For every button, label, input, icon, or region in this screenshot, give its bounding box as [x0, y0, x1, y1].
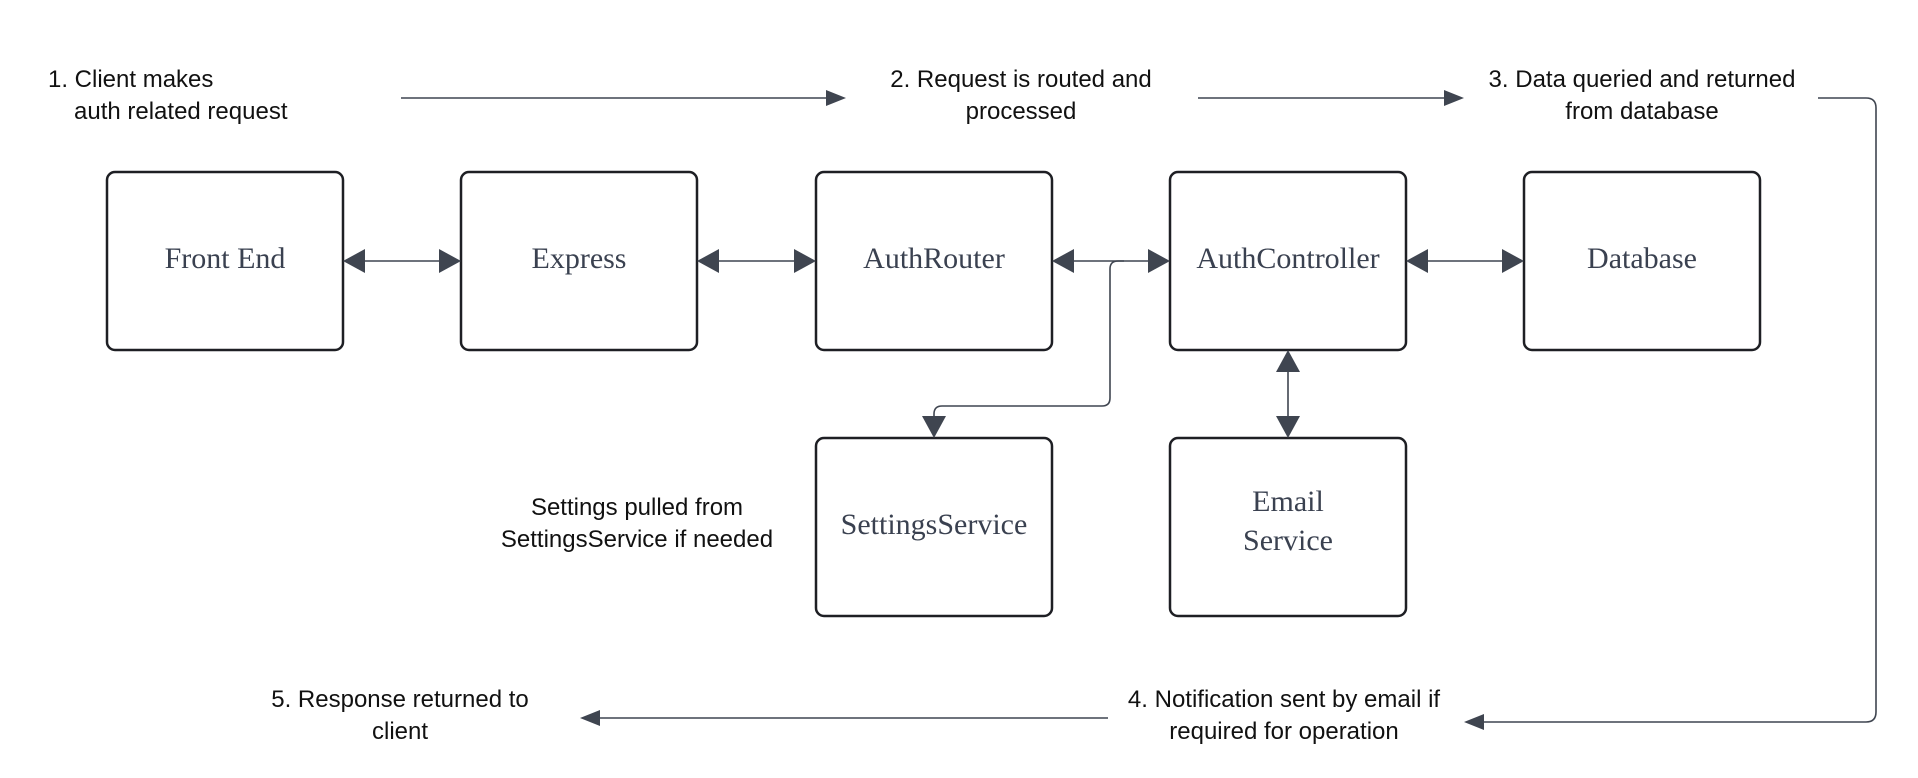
arrowhead-icon [1276, 350, 1300, 372]
arrowhead-icon [826, 90, 846, 106]
step1-line1: 1. Client makes [48, 66, 213, 93]
step5-line1: 5. Response returned to [271, 686, 529, 713]
connector-authcontroller-database [1406, 249, 1524, 273]
step3-line2: from database [1565, 98, 1718, 125]
express-label: Express [532, 242, 627, 275]
email-service-box: Email Service [1168, 436, 1408, 618]
express-box: Express [459, 170, 699, 352]
front-end-label: Front End [165, 242, 286, 275]
step5-note: 5. Response returned to client [271, 686, 529, 745]
settings-note-line2: SettingsService if needed [501, 526, 773, 553]
auth-router-label: AuthRouter [863, 242, 1005, 275]
arrowhead-icon [1052, 249, 1074, 273]
arrowhead-icon [1502, 249, 1524, 273]
step2-line2: processed [966, 98, 1077, 125]
arrowhead-icon [343, 249, 365, 273]
email-service-label-line1: Email [1252, 485, 1324, 518]
auth-controller-label: AuthController [1196, 242, 1379, 275]
arrowhead-icon [1464, 714, 1484, 730]
auth-router-box: AuthRouter [814, 170, 1054, 352]
step4-note: 4. Notification sent by email if require… [1128, 686, 1440, 745]
connector-to-settings-service [922, 260, 1124, 438]
step2-line1: 2. Request is routed and [890, 66, 1152, 93]
arrowhead-icon [1148, 249, 1170, 273]
step5-line2: client [372, 718, 428, 745]
step3-line1: 3. Data queried and returned [1489, 66, 1796, 93]
arrowhead-icon [794, 249, 816, 273]
connector-frontend-express [343, 249, 461, 273]
arrowhead-icon [1406, 249, 1428, 273]
step1-note: 1. Client makes auth related request [48, 66, 288, 125]
flow-arrow-step3-to-step4 [1464, 97, 1877, 730]
front-end-box: Front End [105, 170, 345, 352]
step2-note: 2. Request is routed and processed [890, 66, 1152, 125]
database-box: Database [1522, 170, 1762, 352]
arrowhead-icon [1444, 90, 1464, 106]
flow-arrow-step4-to-step5 [580, 710, 1108, 726]
step3-note: 3. Data queried and returned from databa… [1489, 66, 1796, 125]
connector-express-authrouter [697, 249, 816, 273]
settings-service-label: SettingsService [841, 508, 1028, 541]
connector-authrouter-authcontroller [1052, 249, 1170, 273]
settings-note: Settings pulled from SettingsService if … [501, 494, 773, 553]
settings-service-box: SettingsService [814, 436, 1054, 618]
arrowhead-icon [922, 416, 946, 438]
step4-line2: required for operation [1169, 718, 1398, 745]
flow-arrow-step1-to-step2 [401, 90, 846, 106]
step1-line2: auth related request [74, 98, 288, 125]
email-service-label-line2: Service [1243, 524, 1333, 557]
flow-arrow-step2-to-step3 [1198, 90, 1464, 106]
arrowhead-icon [580, 710, 600, 726]
auth-controller-box: AuthController [1168, 170, 1408, 352]
connector-authcontroller-email [1276, 350, 1300, 438]
step4-line1: 4. Notification sent by email if [1128, 686, 1440, 713]
arrowhead-icon [697, 249, 719, 273]
arrowhead-icon [439, 249, 461, 273]
database-label: Database [1587, 242, 1697, 275]
arrowhead-icon [1276, 416, 1300, 438]
settings-note-line1: Settings pulled from [531, 494, 743, 521]
